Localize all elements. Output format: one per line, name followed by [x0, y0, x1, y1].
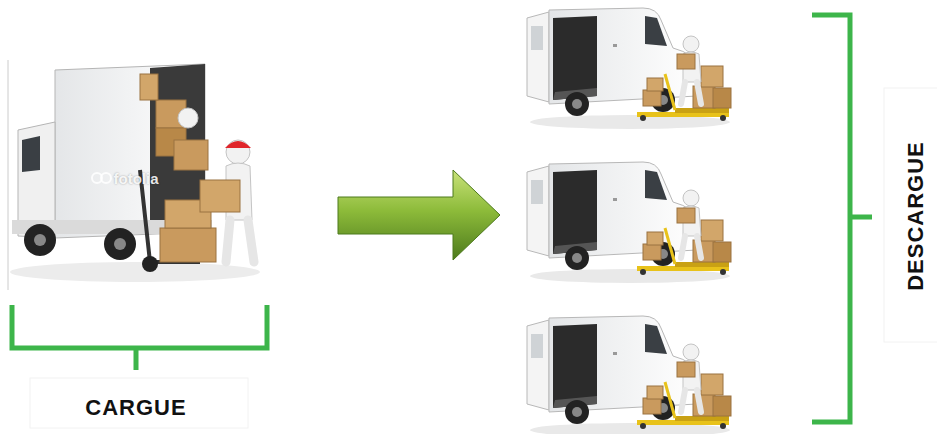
unloading-van-illustration	[527, 162, 731, 283]
group-label: DESCARGUE	[905, 141, 927, 291]
label-backdrop	[30, 378, 248, 428]
unloading-van-illustration	[527, 316, 731, 434]
watermark: fotolia	[114, 171, 159, 186]
group-label: CARGUE	[85, 397, 186, 419]
label-backdrop	[884, 88, 937, 342]
unloading-van-illustration	[527, 8, 731, 129]
bracket	[12, 305, 267, 370]
flow-arrow	[338, 170, 500, 260]
loading-truck-illustration	[8, 60, 260, 290]
bracket	[812, 15, 872, 422]
